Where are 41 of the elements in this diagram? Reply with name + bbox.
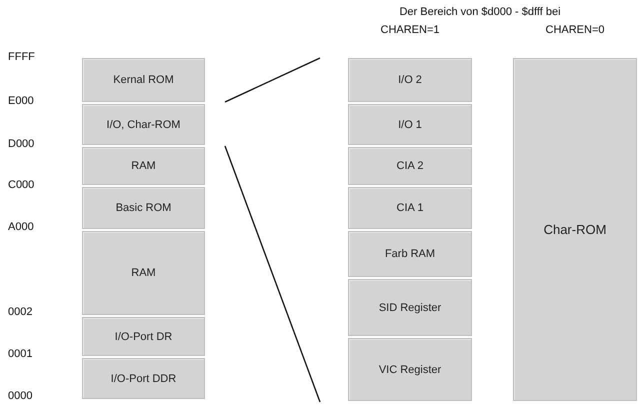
memory-block bbox=[348, 147, 472, 185]
memory-block bbox=[82, 231, 205, 315]
address-label: C000 bbox=[8, 179, 34, 191]
block-label: Basic ROM bbox=[116, 202, 172, 214]
block-label: I/O-Port DDR bbox=[110, 372, 176, 384]
address-label: 0002 bbox=[8, 306, 32, 318]
block-label: I/O 2 bbox=[398, 74, 422, 86]
memory-block bbox=[348, 338, 472, 401]
block-label: Kernal ROM bbox=[113, 74, 174, 86]
memory-block bbox=[348, 104, 472, 145]
memory-block bbox=[348, 187, 472, 229]
heading: Der Bereich von $d000 - $dfff bei bbox=[399, 6, 561, 18]
address-label: FFFF bbox=[8, 51, 35, 63]
memory-block bbox=[82, 187, 205, 229]
memory-block bbox=[348, 58, 472, 102]
column-heading: CHAREN=1 bbox=[380, 24, 440, 36]
block-label: SID Register bbox=[378, 302, 442, 314]
block-label: I/O-Port DR bbox=[114, 330, 172, 342]
block-label: Farb RAM bbox=[384, 248, 436, 260]
memory-block bbox=[348, 279, 472, 336]
address-label: A000 bbox=[8, 221, 34, 233]
address-label: D000 bbox=[8, 138, 34, 150]
block-label: VIC Register bbox=[378, 364, 442, 376]
memory-block bbox=[348, 231, 472, 277]
block-label: RAM bbox=[131, 160, 156, 172]
block-label: I/O 1 bbox=[398, 118, 422, 130]
block-label: Char-ROM bbox=[544, 222, 606, 237]
block-label: I/O, Char-ROM bbox=[106, 118, 180, 130]
block-label: CIA 2 bbox=[396, 160, 424, 172]
memory-block bbox=[82, 358, 205, 399]
memory-block bbox=[82, 58, 205, 102]
address-label: 0000 bbox=[8, 390, 32, 402]
address-label: E000 bbox=[8, 95, 34, 107]
block-label: CIA 1 bbox=[396, 202, 424, 214]
memory-block bbox=[82, 147, 205, 185]
memory-block bbox=[513, 58, 637, 401]
block-label: RAM bbox=[131, 267, 156, 279]
column-heading: CHAREN=0 bbox=[546, 24, 604, 36]
address-label: 0001 bbox=[8, 348, 32, 360]
memory-block bbox=[82, 317, 205, 356]
memory-block bbox=[82, 104, 205, 145]
